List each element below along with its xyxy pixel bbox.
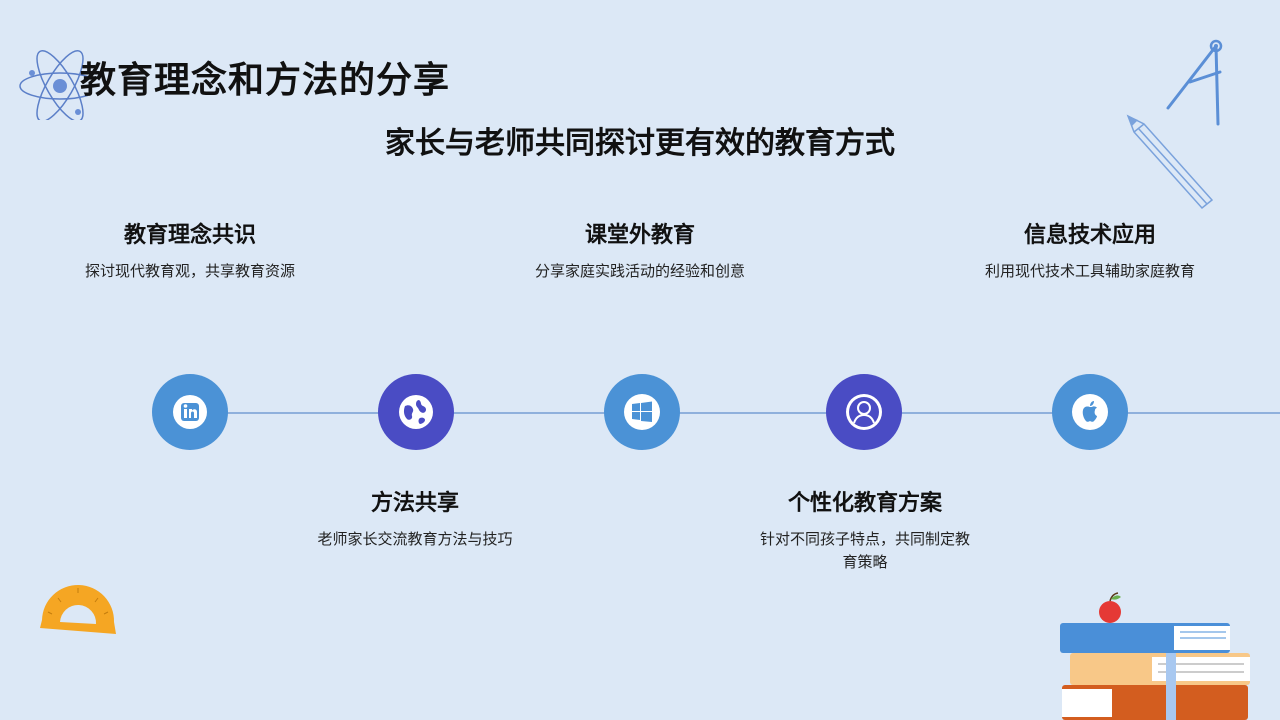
timeline-line <box>190 412 1280 414</box>
page-subtitle: 家长与老师共同探讨更有效的教育方式 <box>385 126 895 161</box>
item-desc-education-consensus: 探讨现代教育观，共享教育资源 <box>84 262 295 280</box>
user-icon <box>846 394 882 430</box>
pencil-icon <box>1126 114 1214 210</box>
item-desc-outside-class: 分享家庭实践活动的经验和创意 <box>534 262 745 280</box>
item-title-outside-class: 课堂外教育 <box>584 223 695 248</box>
atom-icon <box>19 50 88 120</box>
item-title-method-sharing: 方法共享 <box>370 491 459 516</box>
globe-icon <box>399 395 433 429</box>
timeline-node-1 <box>152 374 228 450</box>
protractor-icon <box>40 584 116 634</box>
page-title: 教育理念和方法的分享 <box>80 60 451 101</box>
compass-icon <box>1166 39 1223 126</box>
item-desc-it-application: 利用现代技术工具辅助家庭教育 <box>984 262 1195 280</box>
books-icon <box>1060 592 1250 720</box>
item-title-personalized-plan: 个性化教育方案 <box>787 491 942 516</box>
item-title-it-application: 信息技术应用 <box>1023 223 1156 248</box>
item-title-education-consensus: 教育理念共识 <box>123 223 256 248</box>
apple-icon <box>1072 394 1108 430</box>
windows-icon <box>624 394 660 430</box>
timeline-node-4 <box>826 374 902 450</box>
timeline-node-2 <box>378 374 454 450</box>
timeline-node-5 <box>1052 374 1128 450</box>
item-desc-personalized-plan: 针对不同孩子特点，共同制定教育策略 <box>759 530 970 571</box>
linkedin-icon <box>173 395 207 429</box>
timeline-node-3 <box>604 374 680 450</box>
item-desc-method-sharing: 老师家长交流教育方法与技巧 <box>317 530 513 548</box>
